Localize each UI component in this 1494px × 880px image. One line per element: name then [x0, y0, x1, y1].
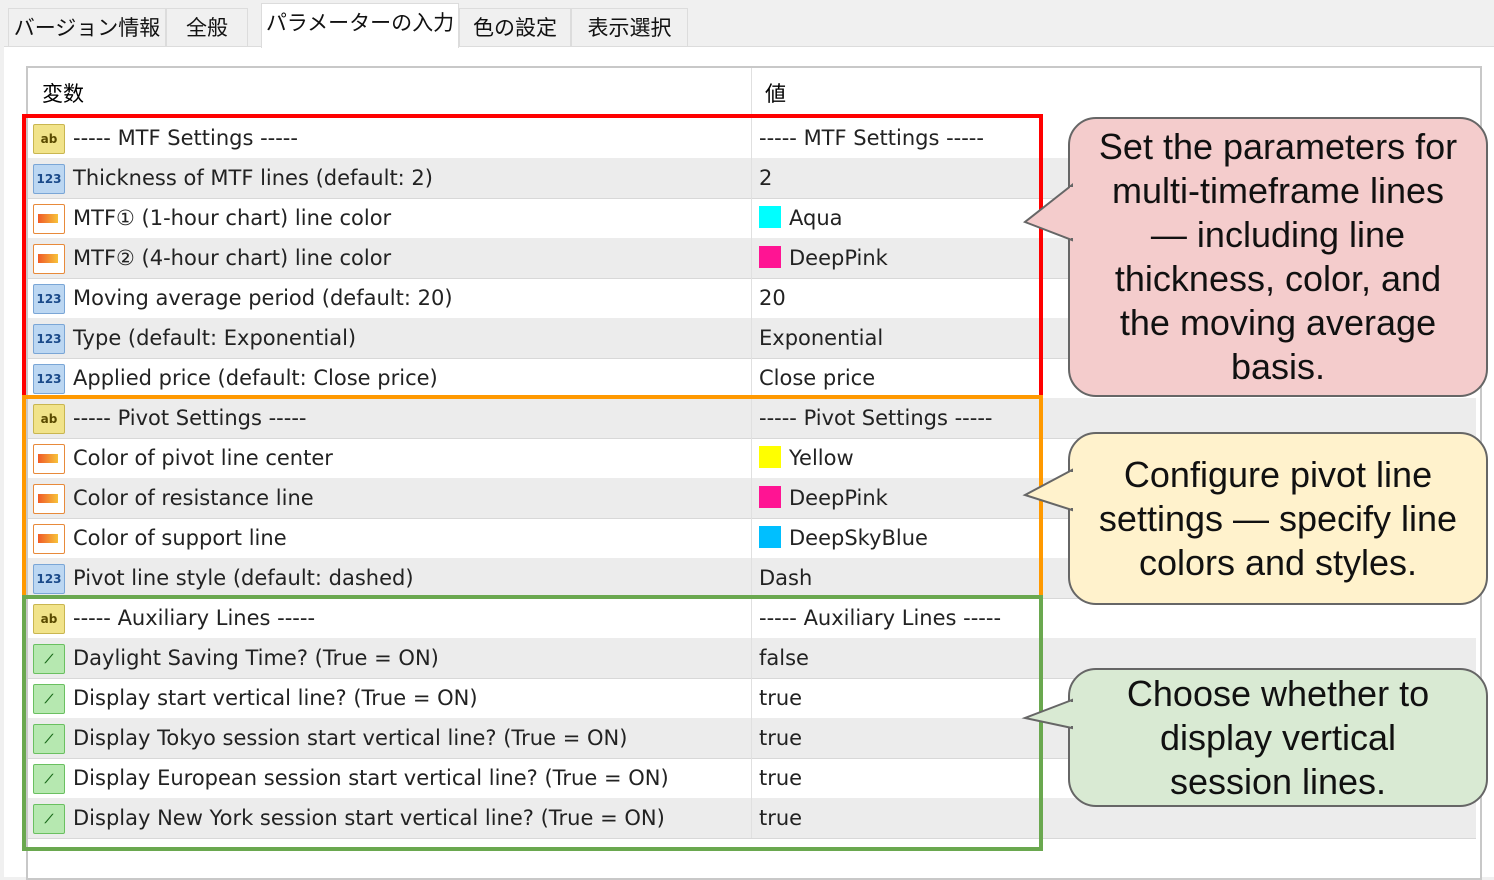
value-text: DeepSkyBlue: [789, 526, 928, 550]
table-row[interactable]: ab ----- Auxiliary Lines ----- ----- Auxil…: [28, 598, 1476, 639]
value-text: ----- MTF Settings -----: [759, 126, 984, 150]
parameter-value[interactable]: true: [759, 678, 802, 718]
string-type-icon: ab: [33, 404, 65, 434]
tab-display-selection[interactable]: 表示選択: [571, 8, 688, 47]
value-text: DeepPink: [789, 246, 888, 270]
parameter-name: MTF① (1-hour chart) line color: [73, 206, 392, 230]
value-text: Dash: [759, 566, 813, 590]
color-swatch: [759, 246, 781, 268]
color-type-icon: [33, 204, 65, 234]
parameter-value[interactable]: Aqua: [759, 198, 843, 238]
value-text: true: [759, 806, 803, 830]
parameter-value[interactable]: DeepSkyBlue: [759, 518, 928, 558]
boolean-type-icon: ⟋: [33, 804, 65, 834]
value-text: Yellow: [789, 446, 854, 470]
aux-callout-text: Choose whether to display vertical sessi…: [1126, 672, 1430, 802]
parameter-value[interactable]: 20: [759, 278, 786, 318]
parameter-value[interactable]: Yellow: [759, 438, 854, 478]
color-swatch: [759, 446, 781, 468]
parameter-value[interactable]: true: [759, 718, 802, 758]
parameter-name: Display Tokyo session start vertical lin…: [73, 726, 628, 750]
parameter-value[interactable]: Exponential: [759, 318, 883, 358]
color-swatch: [759, 486, 781, 508]
mtf-callout: Set the parameters for multi-timeframe l…: [1068, 117, 1488, 397]
parameter-name: Display start vertical line? (True = ON): [73, 686, 478, 710]
value-text: DeepPink: [789, 486, 888, 510]
parameter-value[interactable]: true: [759, 758, 802, 798]
color-type-icon: [33, 244, 65, 274]
header-value[interactable]: 値: [765, 82, 786, 106]
parameter-name: Type (default: Exponential): [73, 326, 357, 350]
value-text: Exponential: [759, 326, 884, 350]
column-divider[interactable]: [751, 68, 752, 838]
parameter-value[interactable]: Dash: [759, 558, 812, 598]
value-text: Close price: [759, 366, 876, 390]
number-type-icon: 123: [33, 364, 65, 394]
tab-general[interactable]: 全般: [166, 8, 248, 47]
number-type-icon: 123: [33, 164, 65, 194]
value-text: true: [759, 766, 803, 790]
parameter-value[interactable]: Close price: [759, 358, 875, 398]
value-text: true: [759, 686, 803, 710]
parameter-name: MTF② (4-hour chart) line color: [73, 246, 392, 270]
value-text: true: [759, 726, 803, 750]
string-type-icon: ab: [33, 124, 65, 154]
value-text: Aqua: [789, 206, 843, 230]
parameter-value[interactable]: DeepPink: [759, 478, 888, 518]
parameter-value[interactable]: 2: [759, 158, 772, 198]
parameter-name: Color of support line: [73, 526, 287, 550]
parameter-name: ----- MTF Settings -----: [73, 126, 298, 150]
parameter-name: ----- Pivot Settings -----: [73, 406, 307, 430]
value-text: ----- Pivot Settings -----: [759, 406, 993, 430]
parameter-name: Display European session start vertical …: [73, 766, 669, 790]
boolean-type-icon: ⟋: [33, 764, 65, 794]
parameter-value[interactable]: false: [759, 638, 809, 678]
tab-version-info[interactable]: バージョン情報: [8, 8, 166, 47]
pivot-callout: Configure pivot line settings — specify …: [1068, 432, 1488, 605]
header-variable[interactable]: 変数: [42, 82, 84, 106]
boolean-type-icon: ⟋: [33, 724, 65, 754]
number-type-icon: 123: [33, 324, 65, 354]
parameter-value[interactable]: DeepPink: [759, 238, 888, 278]
tab-parameters[interactable]: パラメーターの入力: [261, 3, 459, 48]
parameter-name: Thickness of MTF lines (default: 2): [73, 166, 433, 190]
parameter-value[interactable]: true: [759, 798, 802, 838]
parameter-name: ----- Auxiliary Lines -----: [73, 606, 316, 630]
string-type-icon: ab: [33, 604, 65, 634]
pivot-callout-text: Configure pivot line settings — specify …: [1098, 453, 1458, 583]
value-text: 2: [759, 166, 773, 190]
parameter-name: Daylight Saving Time? (True = ON): [73, 646, 439, 670]
parameter-name: Moving average period (default: 20): [73, 286, 453, 310]
value-text: ----- Auxiliary Lines -----: [759, 606, 1002, 630]
table-row[interactable]: ⟋ Display New York session start vertical…: [28, 798, 1476, 839]
color-type-icon: [33, 524, 65, 554]
tab-colors[interactable]: 色の設定: [459, 8, 571, 47]
color-type-icon: [33, 444, 65, 474]
parameter-name: Color of resistance line: [73, 486, 314, 510]
color-swatch: [759, 526, 781, 548]
parameter-value[interactable]: ----- MTF Settings -----: [759, 118, 984, 158]
parameter-name: Pivot line style (default: dashed): [73, 566, 414, 590]
color-swatch: [759, 206, 781, 228]
boolean-type-icon: ⟋: [33, 684, 65, 714]
table-header: 変数 値: [28, 68, 1480, 116]
color-type-icon: [33, 484, 65, 514]
value-text: 20: [759, 286, 786, 310]
number-type-icon: 123: [33, 564, 65, 594]
parameter-value[interactable]: ----- Auxiliary Lines -----: [759, 598, 1001, 638]
parameter-name: Applied price (default: Close price): [73, 366, 438, 390]
mtf-callout-text: Set the parameters for multi-timeframe l…: [1098, 126, 1458, 387]
parameter-name: Color of pivot line center: [73, 446, 333, 470]
aux-callout: Choose whether to display vertical sessi…: [1068, 668, 1488, 807]
value-text: false: [759, 646, 809, 670]
boolean-type-icon: ⟋: [33, 644, 65, 674]
parameter-value[interactable]: ----- Pivot Settings -----: [759, 398, 992, 438]
parameter-name: Display New York session start vertical …: [73, 806, 665, 830]
number-type-icon: 123: [33, 284, 65, 314]
